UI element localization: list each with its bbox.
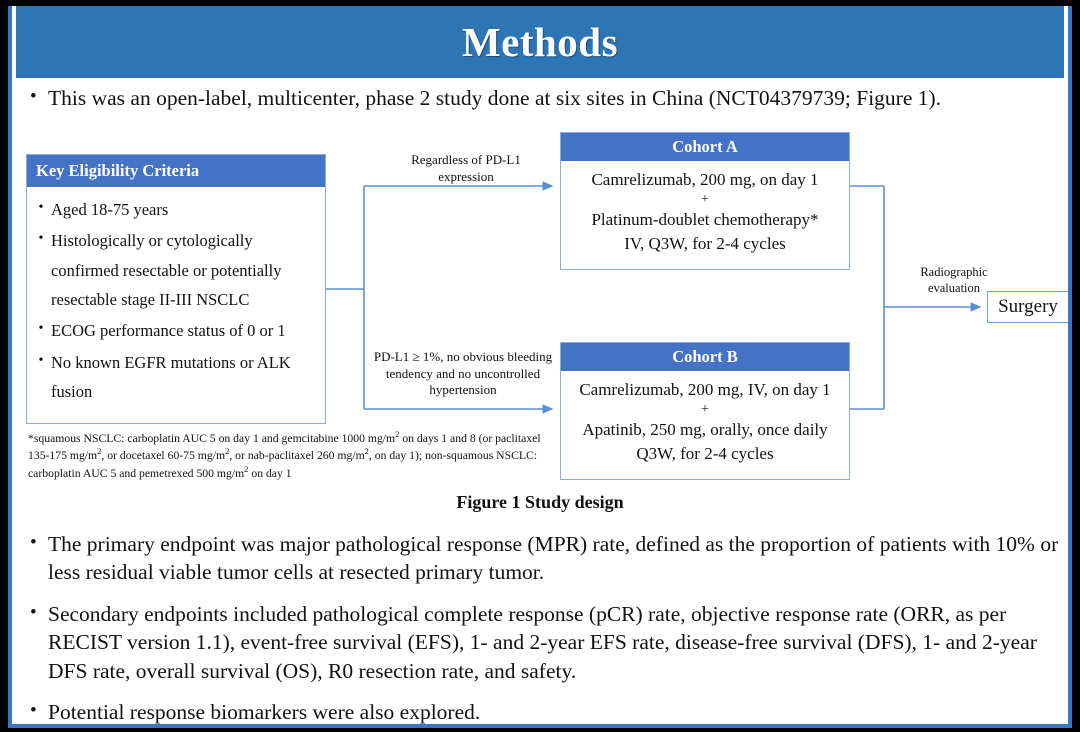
cohort-b-box: Cohort B Camrelizumab, 200 mg, IV, on da… [560,342,850,480]
eligibility-item-label: No known EGFR mutations or ALK fusion [51,352,291,402]
slide-title-banner: Methods [16,6,1064,78]
cohort-b-plus: + [701,401,709,417]
surgery-box: Surgery [987,291,1068,323]
connector-label-right: Radiographic evaluation [920,265,988,295]
eligibility-item-label: ECOG performance status of 0 or 1 [51,321,286,341]
figure-footnote: *squamous NSCLC: carboplatin AUC 5 on da… [28,429,541,480]
eligibility-list: • Aged 18-75 years • Histologically or c… [27,187,325,413]
surgery-label: Surgery [998,296,1058,317]
lead-bullet-text: This was an open-label, multicenter, pha… [48,86,942,110]
cohort-a-body: Camrelizumab, 200 mg, on day 1 + Platinu… [561,161,849,257]
eligibility-item-label: Aged 18-75 years [51,200,169,219]
bullet-marker-icon: • [38,200,44,215]
eligibility-item: • Histologically or cytologically confir… [31,226,319,314]
endpoint-bullet-text: Secondary endpoints included pathologica… [48,601,1037,683]
bullet-marker-icon: • [38,231,44,247]
bullet-marker-icon: • [30,86,37,107]
eligibility-criteria-box: Key Eligibility Criteria • Aged 18-75 ye… [26,154,326,424]
endpoints-bullet-list: • The primary endpoint was major patholo… [22,530,1060,724]
connector-label-top: Regardless of PD-L1 expression [411,152,521,184]
study-design-figure: Key Eligibility Criteria • Aged 18-75 ye… [12,124,1068,492]
eligibility-item: • ECOG performance status of 0 or 1 [31,316,319,345]
bullet-marker-icon: • [30,699,37,721]
eligibility-item: • Aged 18-75 years [31,195,319,224]
connector-label-bottom: PD-L1 ≥ 1%, no obvious bleeding tendency… [373,349,553,398]
cohort-a-plus: + [701,191,709,207]
lead-bullet-row: • This was an open-label, multicenter, p… [22,84,1057,112]
cohort-b-header: Cohort B [561,343,849,371]
endpoint-bullet-row: • The primary endpoint was major patholo… [22,530,1060,587]
endpoint-bullet-text: The primary endpoint was major pathologi… [48,532,1059,585]
cohort-a-line-1: Camrelizumab, 200 mg, on day 1 [591,170,819,189]
cohort-b-line-2: Apatinib, 250 mg, orally, once daily [582,419,828,439]
endpoint-bullet-text: Potential response biomarkers were also … [48,699,481,724]
endpoint-bullet-row: • Secondary endpoints included pathologi… [22,600,1060,685]
cohort-b-line-1: Camrelizumab, 200 mg, IV, on day 1 [579,380,831,399]
page-title: Methods [461,19,619,65]
bullet-marker-icon: • [30,601,37,623]
slide-content-area: Methods • This was an open-label, multic… [8,6,1072,728]
cohort-b-line-3: Q3W, for 2-4 cycles [636,444,774,464]
cohort-a-line-2: Platinum-doublet chemotherapy* [591,209,819,229]
cohort-a-header: Cohort A [561,133,849,161]
cohort-a-line-3: IV, Q3W, for 2-4 cycles [624,234,786,254]
cohort-b-body: Camrelizumab, 200 mg, IV, on day 1 + Apa… [561,371,849,467]
eligibility-item: • No known EGFR mutations or ALK fusion [31,348,319,407]
bullet-marker-icon: • [38,321,44,337]
bullet-marker-icon: • [38,352,44,368]
eligibility-item-label: Histologically or cytologically confirme… [51,231,282,310]
cohort-a-box: Cohort A Camrelizumab, 200 mg, on day 1 … [560,132,850,270]
endpoint-bullet-row: • Potential response biomarkers were als… [22,698,1060,724]
figure-caption: Figure 1 Study design [456,492,624,512]
figure-connector-lines [326,181,982,414]
bullet-marker-icon: • [30,532,37,553]
eligibility-header: Key Eligibility Criteria [27,155,325,187]
